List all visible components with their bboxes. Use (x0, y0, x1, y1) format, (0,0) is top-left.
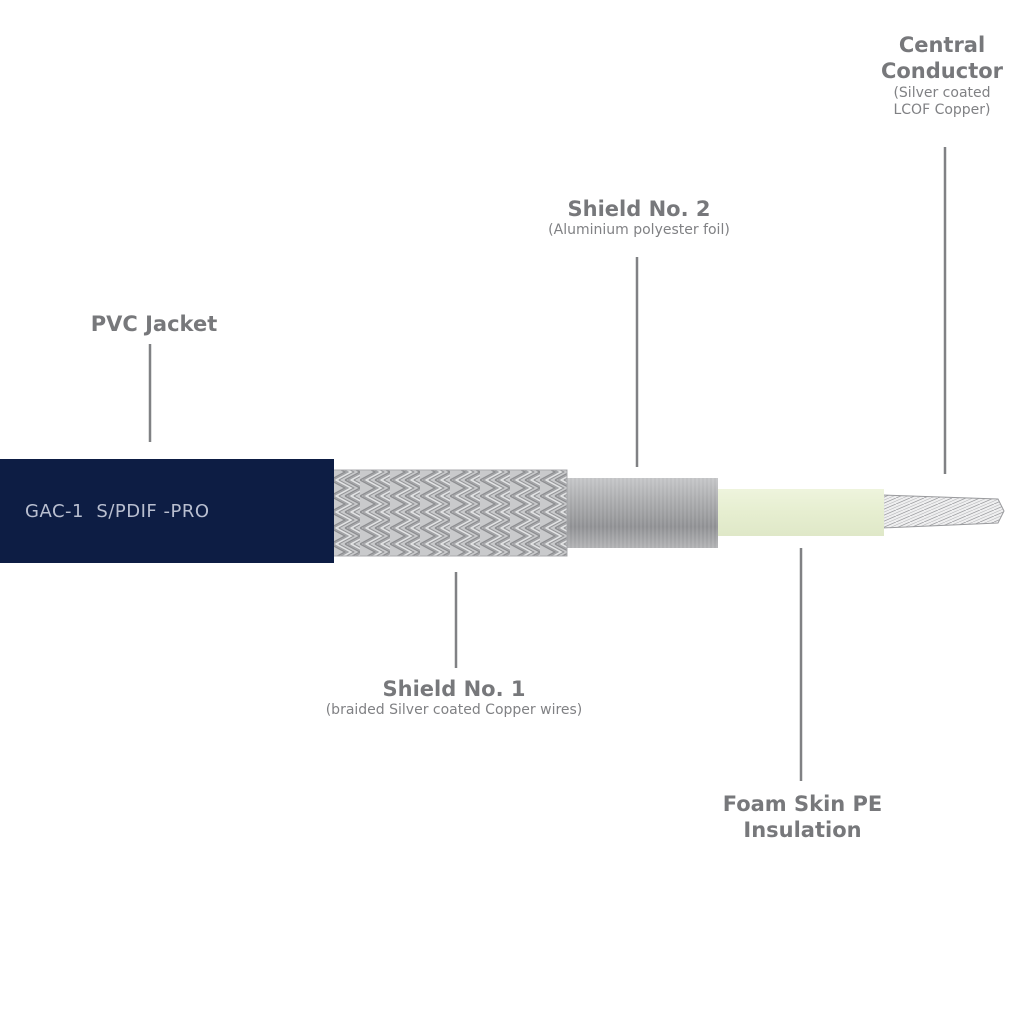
label-shield-2-title: Shield No. 2 (567, 197, 711, 221)
label-central-conductor-sub-2: LCOF Copper) (893, 102, 991, 118)
label-central-conductor-sub-1: (Silver coated (893, 84, 991, 101)
pvc-jacket (0, 459, 334, 563)
label-foam-insulation-title-1: Foam Skin PE (722, 792, 883, 816)
central-conductor (881, 494, 1005, 529)
jacket-print-text: GAC-1 S/PDIF -PRO (25, 501, 210, 522)
label-central-conductor: Central Conductor (Silver coated LCOF Co… (868, 32, 1016, 120)
foil-shield-stripes (566, 478, 718, 548)
label-pvc-jacket-title: PVC Jacket (90, 312, 218, 336)
label-central-conductor-title-1: Central (898, 33, 986, 57)
label-shield-1: Shield No. 1 (braided Silver coated Copp… (304, 676, 604, 720)
label-foam-insulation: Foam Skin PE Insulation (700, 791, 905, 844)
label-foam-insulation-title-2: Insulation (743, 818, 862, 843)
label-shield-2-sub: (Aluminium polyester foil) (548, 222, 730, 239)
label-central-conductor-title-2: Conductor (880, 59, 1004, 84)
label-shield-2: Shield No. 2 (Aluminium polyester foil) (514, 196, 764, 240)
label-shield-1-sub: (braided Silver coated Copper wires) (325, 702, 583, 719)
foam-insulation (718, 489, 884, 536)
label-shield-1-title: Shield No. 1 (382, 677, 526, 701)
braided-shield (333, 470, 567, 556)
label-pvc-jacket: PVC Jacket (54, 311, 254, 337)
